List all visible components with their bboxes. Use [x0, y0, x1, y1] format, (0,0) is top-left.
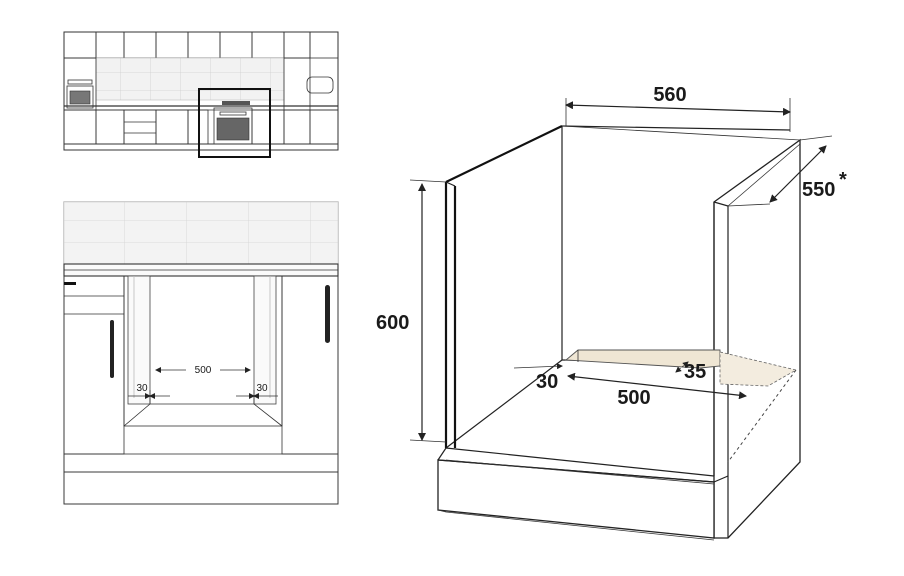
left-cabinet-handle — [110, 320, 114, 378]
width-label: 560 — [653, 84, 686, 106]
backsplash-tiles — [95, 57, 285, 101]
niche-3d-view: 560 550 * 600 500 30 35 — [376, 84, 847, 541]
sink — [306, 76, 334, 94]
wall-tiles — [63, 201, 339, 265]
wall-oven-small — [66, 85, 94, 109]
right-cabinet-handle — [325, 285, 330, 343]
left-gap-label: 30 — [136, 383, 148, 394]
oven-niche — [123, 275, 283, 427]
depth-dimension — [769, 145, 827, 203]
depth-label: 550 — [802, 179, 835, 201]
front-view: 500 30 30 — [63, 201, 339, 505]
depth-note-asterisk: * — [839, 169, 847, 191]
slot-width-label: 500 — [617, 387, 650, 409]
width-dimension — [565, 101, 791, 116]
slot-depth-label: 35 — [684, 361, 706, 383]
right-gap-label: 30 — [256, 383, 268, 394]
height-label: 600 — [376, 312, 409, 334]
left-side-panel — [444, 125, 563, 448]
kitchen-overview — [63, 31, 339, 158]
slot-width-dimension — [567, 372, 747, 400]
slot-offset-label: 30 — [536, 371, 558, 393]
right-side-panel — [713, 138, 801, 539]
oven-highlight-frame — [198, 88, 271, 158]
inner-width-label: 500 — [195, 365, 212, 376]
